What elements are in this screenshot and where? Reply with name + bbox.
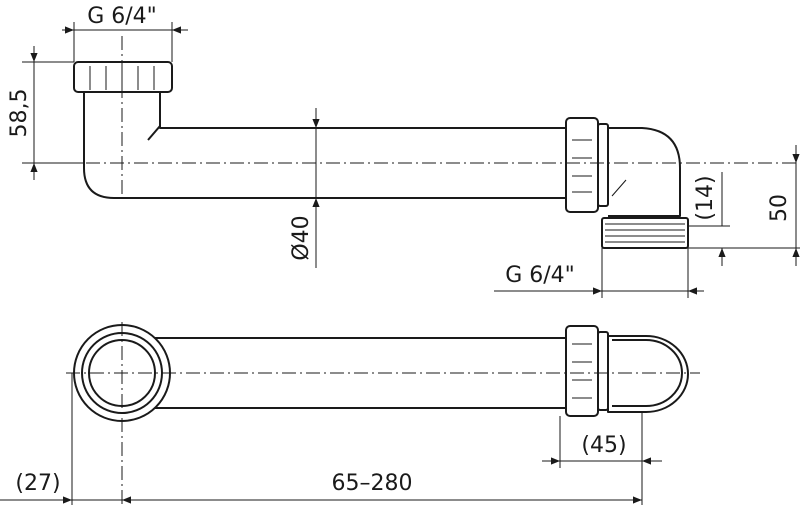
label-14: (14): [693, 175, 718, 220]
dimension-58-5: 58,5: [7, 46, 84, 180]
side-view: [73, 36, 800, 249]
label-65-280: 65–280: [332, 471, 413, 496]
right-coupling-nut: [565, 117, 609, 213]
outlet-thread: [601, 217, 689, 249]
elbow-mark: [611, 179, 627, 197]
dimension-14: (14): [688, 172, 730, 266]
label-diameter-40: Ø40: [289, 215, 314, 260]
label-27: (27): [15, 471, 60, 496]
dimension-45: (45): [542, 412, 662, 505]
plan-elbow-end: [607, 335, 689, 413]
dimension-outlet-thread: G 6/4": [494, 248, 704, 298]
plan-pipe-body: [122, 337, 566, 409]
label-50: 50: [767, 194, 792, 222]
plan-view: [66, 322, 700, 505]
dimension-65-280: 65–280: [122, 471, 642, 504]
label-top-thread: G 6/4": [87, 4, 157, 29]
dimension-top-thread: G 6/4": [62, 4, 188, 62]
pipe-body: [83, 92, 566, 199]
plan-coupling-nut: [565, 325, 609, 417]
top-nut: [73, 61, 173, 93]
right-elbow: [608, 127, 681, 217]
label-45: (45): [581, 433, 626, 458]
label-outlet-thread: G 6/4": [505, 263, 575, 288]
dimension-diameter-40: Ø40: [289, 108, 320, 268]
pipe-bend-mark: [147, 125, 161, 141]
dimension-27: (27): [0, 373, 122, 505]
dimension-50: 50: [688, 145, 800, 266]
label-58-5: 58,5: [7, 89, 32, 138]
